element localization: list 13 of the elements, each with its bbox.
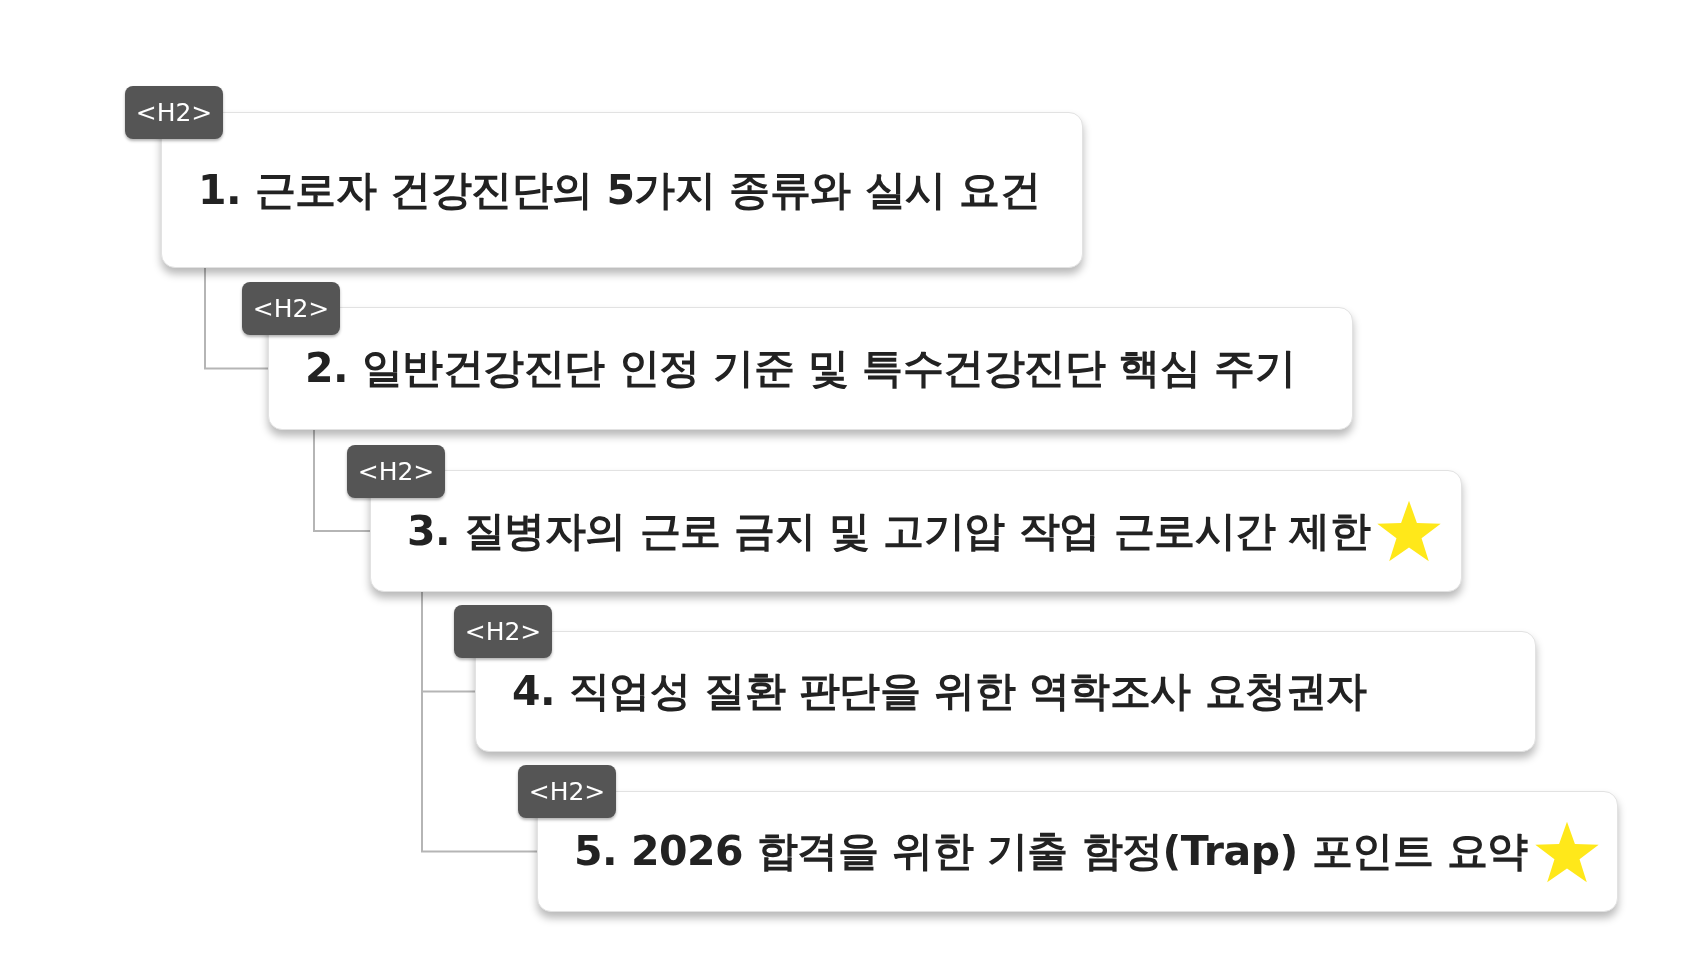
connector-line [204, 267, 269, 370]
tag-badge: <H2> [125, 86, 223, 139]
heading-text: 4. 직업성 질환 판단을 위한 역학조사 요청권자 [512, 666, 1367, 717]
tag-badge: <H2> [242, 282, 340, 335]
tag-badge: <H2> [518, 765, 616, 818]
heading-text: 1. 근로자 건강진단의 5가지 종류와 실시 요건 [198, 164, 1041, 216]
heading-text: 5. 2026 합격을 위한 기출 함정(Trap) 포인트 요약 [574, 826, 1528, 877]
heading-text: 3. 질병자의 근로 금지 및 고기압 작업 근로시간 제한 [407, 505, 1371, 557]
tag-badge: <H2> [454, 605, 552, 658]
connector-line [421, 591, 538, 853]
tag-badge: <H2> [347, 445, 445, 498]
heading-text: 2. 일반건강진단 인정 기준 및 특수건강진단 핵심 주기 [305, 343, 1296, 394]
connector-line [313, 429, 371, 532]
